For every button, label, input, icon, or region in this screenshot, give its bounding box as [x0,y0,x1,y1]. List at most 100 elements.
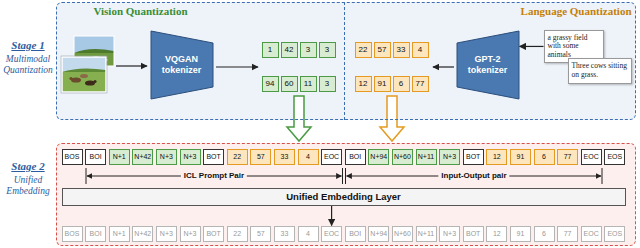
embedded-token: 91 [510,226,531,242]
token-box: 33 [393,42,410,58]
sequence-token: 33 [274,149,295,165]
stage-subtitle: Multimodal Quantization [2,54,54,75]
sequence-token: N+3 [180,149,201,165]
token-box: 60 [281,76,298,92]
tokenizer-trapezoid: GPT-2 tokenizer [456,30,520,100]
token-box: 3 [319,42,336,58]
span-bracket [86,168,602,184]
embedded-token: 22 [227,226,248,242]
token-box: 3 [319,76,336,92]
token-label: N+42 [134,230,151,237]
token-box: 22 [355,42,372,58]
embedded-token: N+11 [416,226,437,242]
token-label: 4 [306,230,310,237]
embedded-token: EOS [604,226,625,242]
embedded-token: 4 [298,226,319,242]
token-label: BOS [65,153,80,160]
token-box: 4 [412,42,429,58]
embedded-token: EOC [321,226,342,242]
sequence-token: N+42 [132,149,153,165]
token-label: 1 [268,46,272,54]
token-label: 57 [257,153,265,160]
photo-illustration [61,56,107,93]
token-label: N+3 [160,153,173,160]
token-box: 42 [281,42,298,58]
token-box: 77 [412,76,429,92]
flow-arrow [116,65,147,66]
token-label: 91 [516,230,524,237]
token-label: N+3 [443,153,456,160]
token-label: BOS [65,230,80,237]
photo-illustration [93,80,96,83]
embedded-token: N+42 [132,226,153,242]
token-label: 6 [542,153,546,160]
photo-illustration [61,36,114,93]
embedded-token: N+94 [368,226,389,242]
embedded-token: 57 [250,226,271,242]
token-label: 22 [233,230,241,237]
flow-arrow [433,66,454,67]
embedded-token: N+3 [439,226,460,242]
photo-illustration [74,49,114,53]
token-label: BOT [206,153,220,160]
stage-ground [56,2,636,246]
token-box: 91 [374,76,391,92]
sequence-token: EOS [604,149,625,165]
caption-text: Three cows sitting on grass. [572,62,628,79]
token-label: BOI [90,230,102,237]
photo-illustration [62,72,106,92]
embedding-layer: Unified Embedding Layer [62,188,626,206]
token-label: 12 [493,153,501,160]
sequence-token: 91 [510,149,531,165]
embedded-token: BOI [345,226,366,242]
embedded-token: N+3 [156,226,177,242]
token-label: 94 [266,80,275,88]
photo-illustration [69,77,72,80]
sequence-token: BOS [62,149,83,165]
sequence-token: BOT [203,149,224,165]
span-bracket [602,168,603,184]
tokenizer-label-wrap: GPT-2 tokenizer [456,30,520,100]
span-label: Input-Output pair [441,171,506,181]
panel-heading: Vision Quantization [94,5,188,18]
embedded-token: N+60 [392,226,413,242]
token-label: 60 [285,80,294,88]
sequence-token: 6 [534,149,555,165]
sequence-token: EOC [581,149,602,165]
token-label: EOS [607,153,622,160]
embedded-token: 6 [534,226,555,242]
embedded-token: N+3 [180,226,201,242]
embedded-token: 12 [486,226,507,242]
token-label: N+94 [370,230,387,237]
token-label: 4 [306,153,310,160]
photo-illustration [62,57,106,92]
token-label: BOT [466,153,480,160]
sequence-token: 12 [486,149,507,165]
token-label: 33 [397,46,406,54]
token-label: 91 [378,80,387,88]
flow-arrow [216,66,258,67]
stage-ground [56,143,636,246]
token-label: 3 [306,46,310,54]
token-label: 3 [325,46,329,54]
embedded-token: BOS [62,226,83,242]
token-label: 33 [280,153,288,160]
quantization-panel: Vision QuantizationVQGAN tokenizer142339… [56,2,345,120]
token-box: 11 [300,76,317,92]
sequence-token: 4 [298,149,319,165]
tokenizer-label: GPT-2 tokenizer [463,54,513,75]
token-label: EOS [607,230,622,237]
token-label: EOC [324,230,339,237]
connector-arrow [331,206,332,226]
token-label: N+3 [183,153,196,160]
token-box: 3 [300,42,317,58]
token-box: 57 [374,42,391,58]
stage-title: Stage 2 [2,160,54,173]
token-label: 4 [418,46,422,54]
token-box: 94 [262,76,279,92]
panel-heading-wrap: Vision Quantization [94,5,188,18]
token-label: N+3 [160,230,173,237]
caption-text: a grassy field with some animals [548,34,600,60]
hollow-arrow [380,96,404,141]
